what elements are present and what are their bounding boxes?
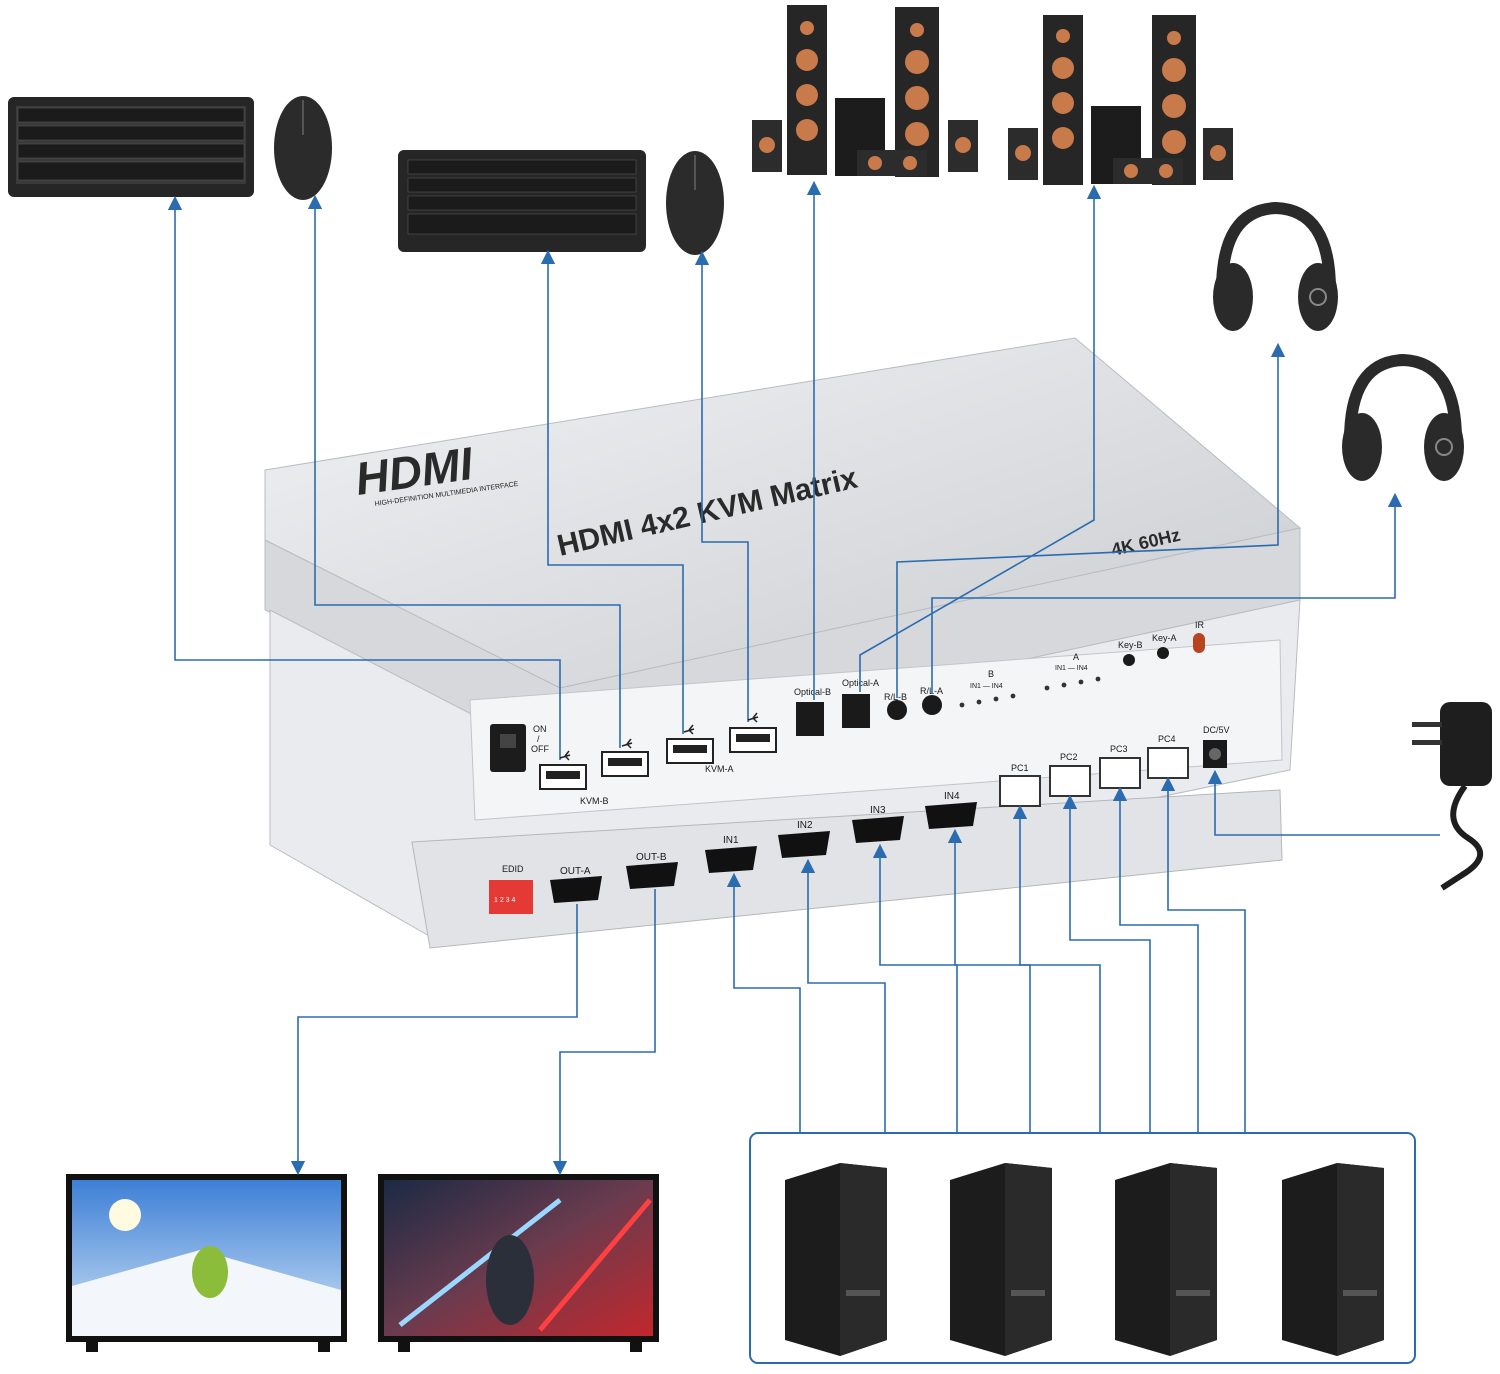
rl-b-label: R/L-B: [884, 692, 907, 702]
key-a-button[interactable]: [1157, 647, 1169, 659]
in4-port[interactable]: [925, 802, 977, 829]
in3-label: IN3: [870, 805, 886, 816]
connector-mouse-2: [694, 250, 749, 722]
pc-tower-icon: [950, 1163, 1052, 1356]
kvm-a-label: KVM-A: [705, 764, 734, 774]
rl-a-jack[interactable]: [922, 695, 942, 715]
in1-port[interactable]: [705, 846, 757, 873]
power-off-label: OFF: [531, 744, 549, 754]
connector-speakers-2: [859, 184, 1102, 692]
pc3-port[interactable]: [1099, 757, 1141, 789]
connector-in3: [872, 843, 958, 1133]
pc1-port[interactable]: [999, 775, 1041, 807]
out-a-port[interactable]: [550, 876, 602, 903]
pc2-port[interactable]: [1049, 765, 1091, 797]
connector-lines: [167, 180, 1440, 1176]
key-b-label: Key-B: [1118, 640, 1143, 650]
optical-a-port[interactable]: [842, 694, 870, 728]
speaker-system-icon: [752, 5, 978, 177]
led-group-b-label: B: [988, 669, 994, 679]
mouse-icon: [274, 96, 332, 200]
keyboard-icon: [398, 150, 646, 252]
power-slash-label: /: [537, 734, 540, 744]
ir-label: IR: [1195, 620, 1205, 630]
led-group-b: [959, 693, 1016, 708]
connector-pc1: [1012, 804, 1101, 1133]
speaker-system-icon: [1008, 15, 1233, 185]
pc3-label: PC3: [1110, 744, 1128, 754]
monitor-icon: [66, 1174, 347, 1352]
connector-keyboard-1: [167, 195, 561, 760]
led-group-a-label: A: [1073, 652, 1079, 662]
connector-pc3: [1112, 786, 1199, 1133]
pc-tower-icon: [1115, 1163, 1217, 1356]
key-b-button[interactable]: [1123, 654, 1135, 666]
out-b-label: OUT-B: [636, 852, 667, 863]
in2-port[interactable]: [778, 831, 830, 858]
rl-b-jack[interactable]: [887, 700, 907, 720]
connector-in4: [947, 828, 1031, 1133]
headphones-icon: [1213, 201, 1338, 331]
pc-tower-icon: [785, 1163, 887, 1356]
connector-out-b: [552, 889, 656, 1176]
in2-label: IN2: [797, 820, 813, 831]
usb-port-kvm-a-2[interactable]: [729, 727, 777, 753]
pc4-label: PC4: [1158, 734, 1176, 744]
monitor-icon: [378, 1174, 659, 1352]
power-adapter-icon: [1412, 702, 1492, 891]
connector-out-a: [290, 904, 578, 1176]
optical-b-label: Optical-B: [794, 687, 831, 697]
kvm-matrix-device: [264, 337, 1302, 949]
usb-port-kvm-b-2[interactable]: [601, 751, 649, 777]
led-group-a: [1044, 676, 1101, 691]
connector-keyboard-2: [540, 249, 684, 734]
front-panel: ON / OFF KVM-B KVM-A Optical-B Optical-A…: [490, 620, 1230, 807]
connector-mouse-1: [307, 194, 621, 748]
power-on-label: ON: [533, 724, 547, 734]
keyboard-icon: [8, 97, 254, 197]
out-b-port[interactable]: [626, 862, 678, 889]
led-group-b-range: IN1 — IN4: [970, 683, 1003, 690]
usb-icon: [559, 712, 759, 761]
pc-tower-icon: [1282, 1163, 1384, 1356]
connector-headphones-1: [896, 342, 1286, 698]
kvm-b-label: KVM-B: [580, 796, 609, 806]
usb-port-kvm-a-1[interactable]: [666, 738, 714, 764]
out-a-label: OUT-A: [560, 866, 591, 877]
connector-in2: [800, 858, 886, 1133]
pc4-port[interactable]: [1147, 747, 1189, 779]
edid-dip-switch[interactable]: [489, 880, 533, 914]
in1-label: IN1: [723, 835, 739, 846]
connector-headphones-2: [931, 492, 1403, 694]
pc2-label: PC2: [1060, 752, 1078, 762]
dip-switch-text: 1 2 3 4: [494, 897, 516, 904]
mouse-icon: [666, 151, 724, 255]
connector-in1: [726, 872, 801, 1133]
in3-port[interactable]: [852, 816, 904, 843]
usb-port-kvm-b-1[interactable]: [539, 764, 587, 790]
pc-group-box: [749, 1132, 1416, 1364]
rear-panel: EDID 1 2 3 4 OUT-A OUT-B IN1 IN2 IN3 IN4: [489, 791, 977, 914]
edid-label: EDID: [502, 864, 524, 874]
in4-label: IN4: [944, 791, 960, 802]
optical-b-port[interactable]: [796, 702, 824, 736]
ir-sensor: [1193, 633, 1205, 653]
dc-label: DC/5V: [1203, 725, 1230, 735]
headphones-icon: [1342, 353, 1464, 481]
pc1-label: PC1: [1011, 763, 1029, 773]
key-a-label: Key-A: [1152, 633, 1177, 643]
connector-pc2: [1062, 794, 1151, 1133]
connector-power: [1207, 769, 1440, 836]
led-group-a-range: IN1 — IN4: [1055, 665, 1088, 672]
connector-pc4: [1160, 776, 1246, 1133]
